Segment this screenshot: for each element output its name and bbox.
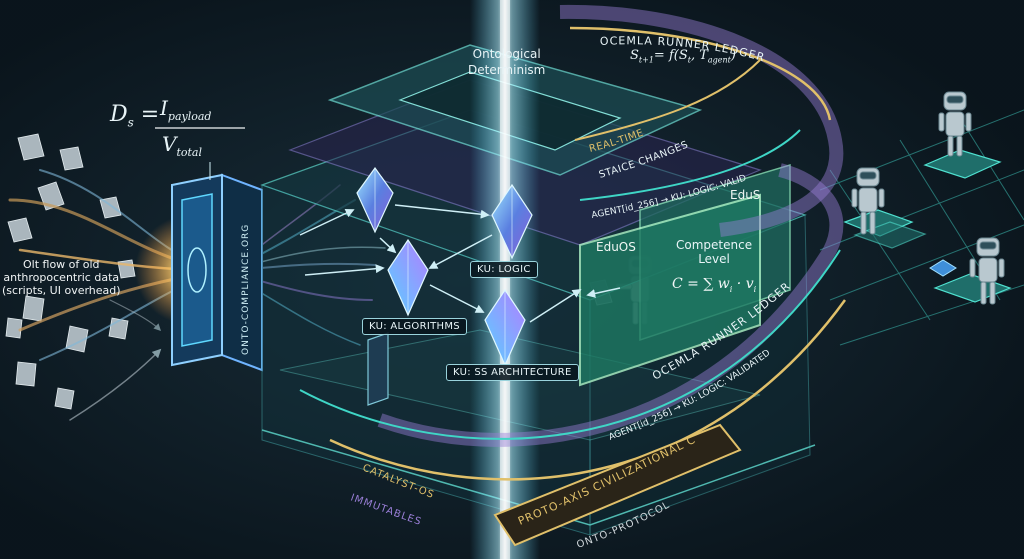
competence-level-label: Competence Level xyxy=(676,238,753,266)
eduos-panels xyxy=(579,163,791,387)
competence-formula: C = ∑ wi · vi xyxy=(672,276,757,294)
ontological-determinism-label: Ontological Determinism xyxy=(468,47,546,77)
state-formula: St+1= f(St, Tagent) xyxy=(630,48,736,65)
eduos-back-label: EduS xyxy=(730,188,761,202)
ku-algorithms-label: KU: ALGORITHMS xyxy=(362,318,467,335)
ku-logic-label: KU: LOGIC xyxy=(470,261,538,278)
density-lhs: D xyxy=(110,102,128,127)
eduos-front-label: EduOS xyxy=(596,240,636,254)
old-flow-label: Olt flow of old anthropocentric data (sc… xyxy=(2,258,121,297)
small-cube xyxy=(929,259,957,277)
ku-ss-architecture-label: KU: SS ARCHITECTURE xyxy=(446,364,579,381)
gateway-text: ONTO-COMPLIANCE.ORG xyxy=(241,224,251,355)
density-lhs-sub: s xyxy=(127,115,134,130)
density-formula-lhs: Ds = xyxy=(110,102,160,130)
gateway-panel xyxy=(171,173,263,372)
density-numerator: Ipayload xyxy=(160,96,212,123)
ledger-ribbons xyxy=(299,4,847,547)
density-denominator: Vtotal xyxy=(162,132,202,159)
crystal-arrows xyxy=(299,204,621,323)
